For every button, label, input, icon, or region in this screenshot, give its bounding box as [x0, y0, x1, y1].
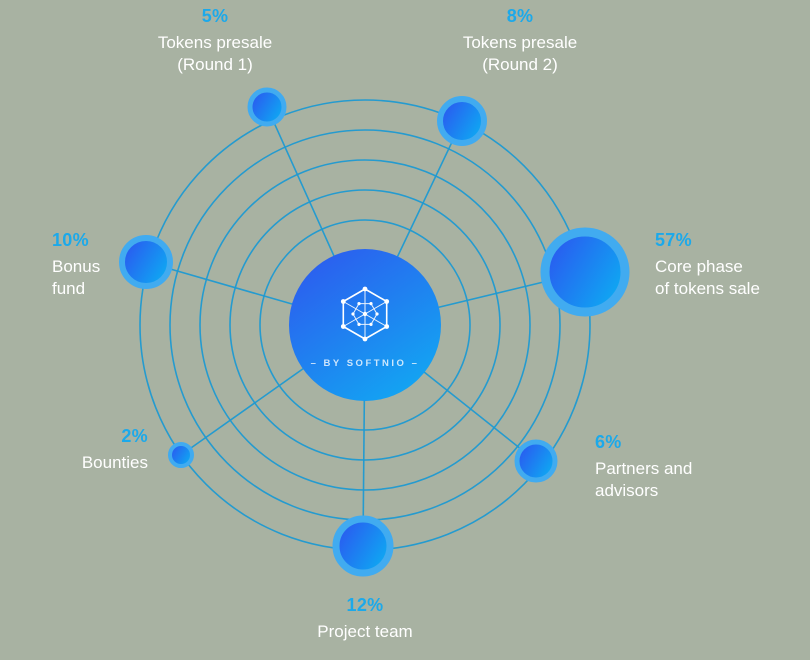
- label-line: Project team: [317, 622, 413, 641]
- label-line: Tokens presale: [462, 33, 578, 52]
- percent-value: 8%: [506, 6, 534, 26]
- percent-value: 12%: [346, 595, 384, 615]
- label-line: Bounties: [81, 453, 148, 472]
- node-core-phase: [540, 227, 630, 317]
- label-line: fund: [52, 279, 86, 298]
- label-bonus-fund: 10% Bonus fund: [52, 230, 182, 300]
- label-project-team: 12% Project team: [265, 595, 465, 643]
- label-line: Bonus: [52, 257, 101, 276]
- label-line: Partners and: [595, 459, 693, 478]
- label-line: (Round 1): [177, 55, 253, 74]
- percent-value: 10%: [52, 230, 89, 250]
- node-tokens-presale-round-1: [247, 87, 287, 127]
- orbit-ring: [199, 159, 531, 491]
- orbit-ring: [259, 219, 471, 431]
- label-tokens-presale-round-2: 8% Tokens presale (Round 2): [400, 6, 640, 76]
- percent-value: 2%: [121, 426, 148, 446]
- label-line: advisors: [595, 481, 659, 500]
- node-tokens-presale-round-2: [437, 96, 487, 146]
- label-partners-advisors: 6% Partners and advisors: [595, 432, 755, 502]
- hexagon-network-icon: [340, 286, 390, 342]
- label-line: of tokens sale: [655, 279, 760, 298]
- percent-value: 6%: [595, 432, 622, 452]
- orbit-ring: [229, 189, 501, 461]
- label-line: Core phase: [655, 257, 743, 276]
- label-bounties: 2% Bounties: [18, 426, 148, 474]
- node-partners-advisors: [514, 439, 558, 483]
- label-line: Tokens presale: [157, 33, 273, 52]
- brand-text: – BY SOFTNIO –: [310, 358, 420, 369]
- label-line: (Round 2): [482, 55, 558, 74]
- label-core-phase: 57% Core phase of tokens sale: [655, 230, 805, 300]
- label-tokens-presale-round-1: 5% Tokens presale (Round 1): [95, 6, 335, 76]
- percent-value: 5%: [201, 6, 229, 26]
- node-bounties: [168, 442, 194, 468]
- percent-value: 57%: [655, 230, 692, 250]
- node-project-team: [332, 515, 394, 577]
- center-emblem: [289, 249, 441, 401]
- node-bonus-fund: [119, 235, 173, 289]
